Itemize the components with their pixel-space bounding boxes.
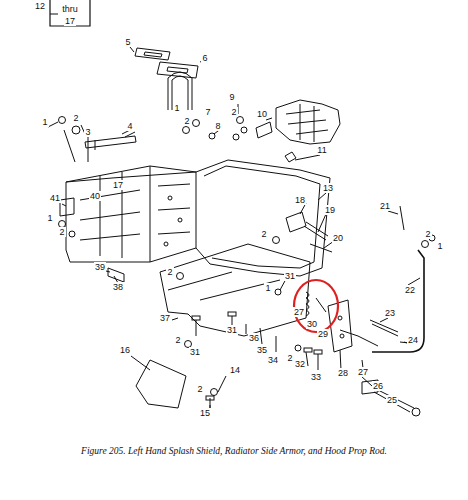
callout-number: 2 xyxy=(196,384,203,394)
callout-number: 34 xyxy=(267,355,279,365)
callout-number: 2 xyxy=(424,229,431,239)
callout-number: 16 xyxy=(119,345,131,355)
callout-number: 41 xyxy=(49,193,61,203)
callout-number: 33 xyxy=(310,372,322,382)
callout-number: 20 xyxy=(332,233,344,243)
callout-number: 1 xyxy=(436,241,443,251)
callout-number: 37 xyxy=(159,313,171,323)
callout-number: 39 xyxy=(94,262,106,272)
callout-number: 21 xyxy=(379,201,391,211)
callout-number: 22 xyxy=(404,285,416,295)
callout-number: 40 xyxy=(89,191,101,201)
callout-number: 27 xyxy=(357,367,369,377)
callout-number: 6 xyxy=(201,53,208,63)
callout-number: 2 xyxy=(174,335,181,345)
callout-number: 5 xyxy=(124,37,131,47)
callout-number: 23 xyxy=(384,308,396,318)
callout-number: 35 xyxy=(256,345,268,355)
callout-number: 8 xyxy=(214,121,221,131)
callout-number: 17 xyxy=(112,180,124,190)
callout-number: 26 xyxy=(372,381,384,391)
callout-number: 29 xyxy=(317,329,329,339)
callout-number: 32 xyxy=(294,359,306,369)
callout-number: 28 xyxy=(337,368,349,378)
callout-number: 10 xyxy=(256,109,268,119)
callout-number: 38 xyxy=(112,282,124,292)
callout-number: 18 xyxy=(294,195,306,205)
callout-number: 31 xyxy=(189,347,201,357)
callout-number: 31 xyxy=(284,271,296,281)
callout-number: thru xyxy=(61,4,79,14)
callout-number: 19 xyxy=(324,205,336,215)
callout-number: 2 xyxy=(166,267,173,277)
callout-number: 1 xyxy=(173,103,180,113)
callout-number: 2 xyxy=(230,107,237,117)
callout-number: 2 xyxy=(260,229,267,239)
callout-number: 25 xyxy=(386,395,398,405)
callout-number: 1 xyxy=(41,117,48,127)
figure-caption: Figure 205. Left Hand Splash Shield, Rad… xyxy=(0,446,468,456)
callout-number: 4 xyxy=(126,121,133,131)
callout-number: 11 xyxy=(316,145,327,155)
callout-number: 13 xyxy=(322,183,334,193)
callout-number: 14 xyxy=(229,365,241,375)
callout-number: 12 xyxy=(34,1,46,11)
callout-number: 9 xyxy=(228,92,235,102)
callout-number: 2 xyxy=(72,113,79,123)
callout-number: 36 xyxy=(248,333,260,343)
callout-number: 15 xyxy=(199,408,211,418)
callout-number: 1 xyxy=(46,213,53,223)
callout-number: 2 xyxy=(58,227,65,237)
callout-number: 2 xyxy=(183,116,190,126)
callout-number: 17 xyxy=(64,16,76,26)
callout-number: 7 xyxy=(204,107,211,117)
callout-number: 27 xyxy=(293,307,305,317)
callout-number: 3 xyxy=(84,127,91,137)
callout-number: 1 xyxy=(264,283,271,293)
callout-number: 30 xyxy=(306,319,318,329)
callout-number: 2 xyxy=(286,353,293,363)
callout-number: 31 xyxy=(226,325,238,335)
callout-number: 24 xyxy=(407,335,419,345)
